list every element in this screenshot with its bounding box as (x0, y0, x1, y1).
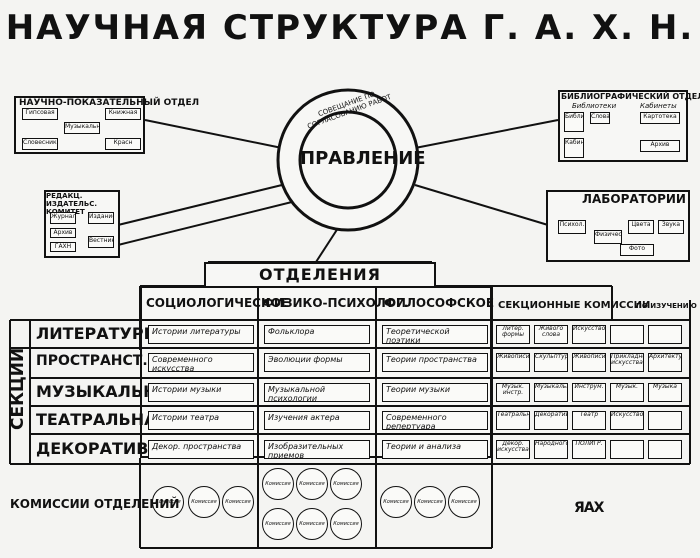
commission-circle: Комиссия (262, 508, 294, 540)
commission-cell: Музыкальн. (534, 383, 568, 402)
lab-item: Фото (620, 244, 654, 256)
commission-cell: Искусство (610, 411, 644, 430)
commission-cell: Декоративн. (534, 411, 568, 430)
commission-cell: Музык. (610, 383, 644, 402)
biblio-item: Картотека (640, 112, 680, 124)
column-header: ФИЗИКО-ПСИХОЛОГ. (262, 296, 409, 310)
empty-commission-cell (648, 325, 682, 344)
commission-circle: Комиссия (188, 486, 220, 518)
division-cell: Теории и анализа (382, 440, 488, 459)
commission-cell: Скульптуры (534, 353, 568, 372)
commission-cell: Живого слова (534, 325, 568, 344)
bibliographic-sub: Кабинеты (640, 102, 677, 110)
division-cell: Музыкальной психологии (264, 383, 370, 402)
commission-circle: Комиссия (414, 486, 446, 518)
komissii-label: КОМИССИИ ОТДЕЛЕНИЙ (10, 497, 180, 511)
biblio-item: Библиотека (564, 112, 584, 132)
commission-cell: Литер. формы (496, 325, 530, 344)
lab-item: Звука (658, 220, 684, 234)
division-cell: Современного искусства (148, 353, 254, 372)
column-header: ПО ИЗУЧЕНИЮ (636, 302, 697, 310)
commission-cell: Инструм. (572, 383, 606, 402)
column-header: СОЦИОЛОГИЧЕСКОЕ (146, 296, 290, 310)
commission-circle: Комиссия (152, 486, 184, 518)
science-display-dept-title: НАУЧНО-ПОКАЗАТЕЛЬНЫЙ ОТДЕЛ (19, 98, 200, 108)
committee-item: Издание (88, 212, 114, 224)
commission-cell: ПОЛИГР. (572, 440, 606, 459)
bibliographic-dept-title: БИБЛИОГРАФИЧЕСКИЙ ОТДЕЛ (561, 92, 700, 101)
division-cell: Декор. пространства (148, 440, 254, 459)
division-cell: Изучения актера (264, 411, 370, 430)
section-row-label: ЛИТЕРАТУРНАЯ (36, 324, 182, 343)
otdeleniya-title: ОТДЕЛЕНИЯ (258, 265, 381, 284)
division-cell: Истории литературы (148, 325, 254, 344)
bibliographic-sub: Библиотеки (572, 102, 617, 110)
section-row-label: ТЕАТРАЛЬНАЯ (36, 410, 169, 429)
commission-circle: Комиссия (262, 468, 294, 500)
division-cell: Теории музыки (382, 383, 488, 402)
sections-label: СЕКЦИИ (8, 347, 28, 430)
column-header: СЕКЦИОННЫЕ КОМИССИИ (498, 300, 651, 311)
committee-item: Архив (50, 228, 76, 238)
division-cell: Фольклора (264, 325, 370, 344)
page-title: НАУЧНАЯ СТРУКТУРА Г. А. Х. Н. (5, 8, 695, 48)
committee-item: Вестник (88, 236, 114, 248)
column-header: ФИЛОСОФСКОЕ (384, 296, 495, 310)
lab-item: Психол. (558, 220, 586, 234)
empty-commission-cell (648, 411, 682, 430)
logo: ЯАХ (574, 500, 604, 516)
biblio-item: Словарь (590, 112, 610, 124)
commission-cell: Архитектуры (648, 353, 682, 372)
commission-circle: Комиссия (330, 468, 362, 500)
commission-cell: Музыка (648, 383, 682, 402)
lab-item: Физическая (594, 230, 622, 244)
commission-circle: Комиссия (222, 486, 254, 518)
dept-item: Гипсовая (22, 108, 58, 120)
commission-cell: Прикладного искусства (610, 353, 644, 372)
section-row-label: МУЗЫКАЛЬНАЯ (36, 382, 182, 401)
commission-cell: Театральн. (496, 411, 530, 430)
division-cell: Эволюции формы (264, 353, 370, 372)
division-cell: Теоретической поэтики (382, 325, 488, 344)
division-cell: Современного репертуара (382, 411, 488, 430)
commission-circle: Комиссия (448, 486, 480, 518)
biblio-item: Архив (640, 140, 680, 152)
commission-circle: Комиссия (296, 508, 328, 540)
center-label: ПРАВЛЕНИЕ (300, 148, 426, 169)
empty-commission-cell (610, 440, 644, 459)
commission-cell: Народного (534, 440, 568, 459)
empty-commission-cell (648, 440, 682, 459)
empty-commission-cell (610, 325, 644, 344)
commission-cell: Живописи (496, 353, 530, 372)
commission-cell: Искусство (572, 325, 606, 344)
commission-cell: Музык. инстр. (496, 383, 530, 402)
commission-cell: Живописи (572, 353, 606, 372)
laboratories-title: ЛАБОРАТОРИИ (582, 192, 686, 206)
commission-circle: Комиссия (330, 508, 362, 540)
dept-item: Красн (105, 138, 141, 150)
division-cell: Теории пространства (382, 353, 488, 372)
commission-circle: Комиссия (296, 468, 328, 500)
dept-item: Музыкальная (64, 122, 100, 134)
lab-item: Цвета (628, 220, 654, 234)
division-cell: Истории театра (148, 411, 254, 430)
dept-item: Книжная (105, 108, 141, 120)
commission-cell: Декор. искусства (496, 440, 530, 459)
division-cell: Изобразительных приемов (264, 440, 370, 459)
commission-cell: Театр (572, 411, 606, 430)
dept-item: Словесника (22, 138, 58, 150)
biblio-item: Кабинет (564, 138, 584, 158)
committee-item: ГАХН (50, 242, 76, 252)
commission-circle: Комиссия (380, 486, 412, 518)
committee-item: Журнал (50, 212, 76, 224)
division-cell: Истории музыки (148, 383, 254, 402)
